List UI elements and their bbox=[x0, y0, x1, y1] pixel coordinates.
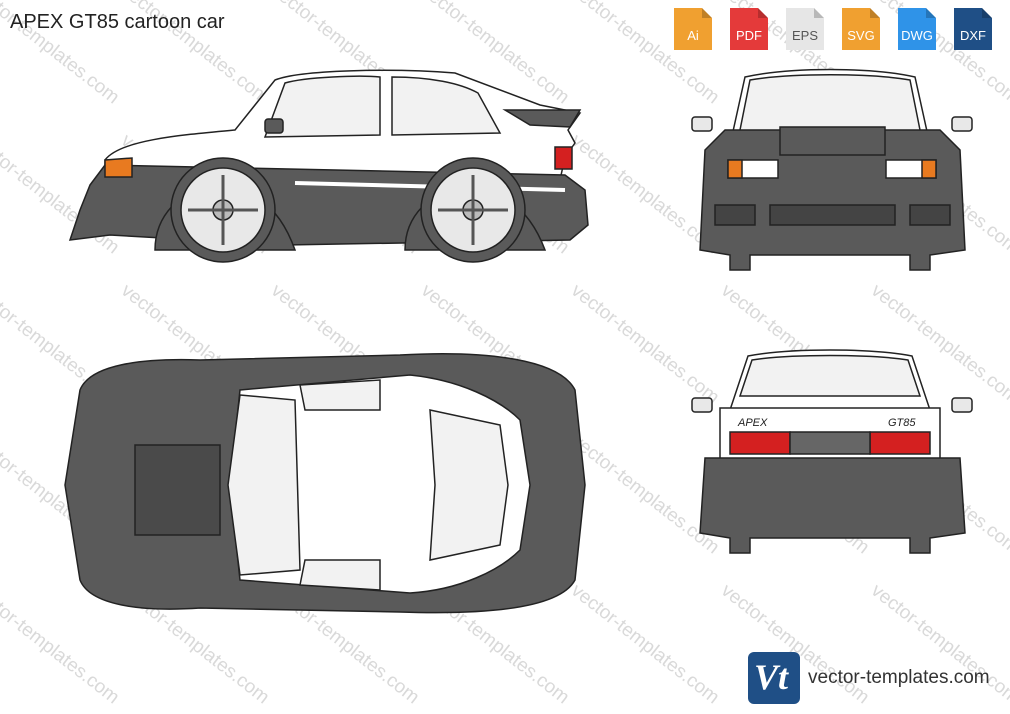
format-label: Ai bbox=[687, 28, 699, 43]
format-label: PDF bbox=[736, 28, 762, 43]
pdf-file-icon[interactable]: PDF bbox=[724, 6, 774, 52]
dwg-file-icon[interactable]: DWG bbox=[892, 6, 942, 52]
rear-badge: APEX bbox=[737, 417, 768, 429]
page-title: APEX GT85 cartoon car bbox=[10, 11, 225, 33]
eps-file-icon[interactable]: EPS bbox=[780, 6, 830, 52]
dxf-file-icon[interactable]: DXF bbox=[948, 6, 998, 52]
vt-logo: Vt bbox=[748, 652, 800, 704]
format-label: SVG bbox=[847, 28, 875, 43]
car-top-view bbox=[64, 353, 586, 614]
site-name: vector-templates.com bbox=[808, 667, 990, 688]
format-label: EPS bbox=[791, 28, 818, 43]
ai-file-icon[interactable]: Ai bbox=[668, 6, 718, 52]
format-label: DXF bbox=[960, 28, 986, 43]
car-rear-view: APEX GT85 bbox=[691, 349, 973, 554]
logo-text: Vt bbox=[754, 657, 789, 697]
model-badge: GT85 bbox=[888, 417, 916, 429]
brand-footer: Vt vector-templates.com bbox=[748, 652, 990, 704]
svg-file-icon[interactable]: SVG bbox=[836, 6, 886, 52]
format-label: DWG bbox=[901, 28, 933, 43]
format-badges: Ai PDF EPS SVG DWG DXF bbox=[668, 6, 998, 52]
car-front-view bbox=[691, 68, 973, 271]
car-side-view bbox=[68, 69, 589, 263]
